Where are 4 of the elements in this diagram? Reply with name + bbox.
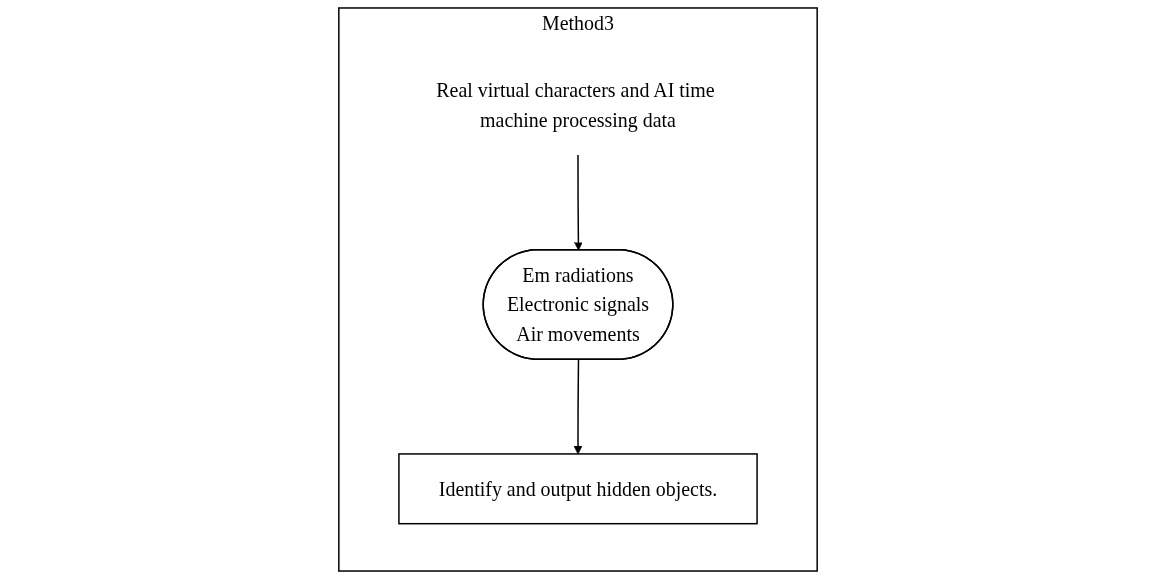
arrow: [573, 359, 583, 455]
node-box: Identify and output hidden objects.: [398, 453, 758, 525]
node-text: Real virtual characters and AI time machine processing data: [436, 79, 715, 132]
arrow: [574, 154, 583, 251]
